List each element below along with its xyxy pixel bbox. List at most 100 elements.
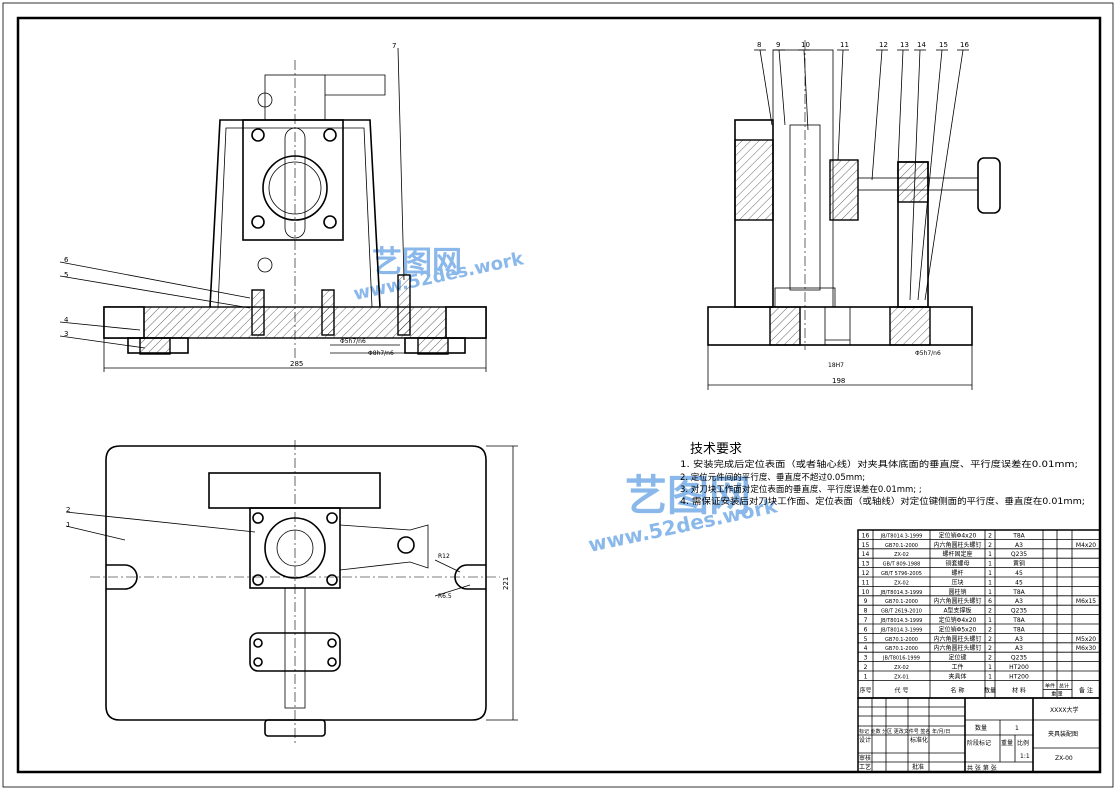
parts-cell: T8A	[1012, 532, 1025, 539]
parts-header: 单件	[1045, 682, 1055, 689]
parts-cell: 内六角圆柱头螺钉	[933, 635, 981, 643]
watermark-brand: 艺图网	[372, 245, 462, 280]
parts-cell: 2	[988, 645, 992, 652]
weight-label: 重量	[1001, 739, 1013, 747]
parts-cell: A3	[1015, 645, 1023, 652]
parts-header: 重 量	[1051, 690, 1063, 697]
dim-fit-5: Φ5h7/n6	[340, 338, 366, 345]
balloon-9: 9	[776, 41, 780, 49]
parts-cell: ZX-02	[894, 665, 909, 671]
parts-cell: 11	[862, 579, 870, 586]
parts-cell: 螺杆固定座	[942, 550, 972, 558]
parts-cell: HT200	[1009, 673, 1029, 680]
parts-cell: Q235	[1011, 655, 1027, 662]
parts-cell: 4	[864, 645, 868, 652]
parts-cell: 1	[988, 664, 992, 671]
requirement-2: 2. 定位元件间的平行度、垂直度不超过0.05mm;	[680, 472, 865, 483]
parts-cell: 1	[988, 551, 992, 558]
balloon-1: 1	[66, 521, 70, 529]
parts-cell: 黄铜	[1013, 560, 1025, 568]
leader-line	[917, 49, 943, 301]
parts-cell: 1	[988, 617, 992, 624]
qty-value: 1	[1015, 725, 1019, 732]
parts-cell: GB70.1-2000	[885, 543, 918, 549]
parts-cell: 1	[864, 673, 868, 680]
parts-cell: 螺杆	[951, 569, 963, 577]
balloon-15: 15	[939, 41, 948, 49]
parts-cell: 夹具体	[948, 672, 966, 680]
parts-cell: 内六角圆柱头螺钉	[933, 644, 981, 652]
parts-cell: GB/T 809-1988	[883, 562, 921, 568]
parts-cell: 压块	[951, 578, 963, 586]
dim-r65: R6.5	[438, 593, 452, 600]
parts-cell: 定位销Φ4x20	[939, 531, 977, 539]
parts-header: 数量	[984, 686, 996, 694]
parts-cell: 2	[988, 608, 992, 615]
parts-cell: 内六角圆柱头螺钉	[933, 541, 981, 549]
parts-cell: 5	[864, 636, 868, 643]
parts-cell: 3	[864, 655, 868, 662]
parts-cell: 13	[862, 561, 870, 568]
parts-cell: JB/T8014.3-1999	[880, 533, 923, 539]
parts-cell: 1	[988, 673, 992, 680]
top-view	[65, 440, 518, 745]
leader-line	[778, 49, 786, 126]
parts-cell: 16	[862, 532, 870, 539]
scale-label: 比例	[1017, 739, 1029, 747]
requirement-1: 1. 安装完成后定位表面（或者轴心线）对夹具体底面的垂直度、平行度误差在0.01…	[680, 459, 1078, 470]
parts-cell: JB/T8014.3-1999	[880, 590, 923, 596]
parts-cell: GB/T 5796-2005	[881, 571, 922, 577]
parts-header: 名 称	[951, 686, 965, 694]
parts-cell: 45	[1015, 570, 1023, 577]
leader-line	[897, 49, 904, 166]
parts-cell: GB70.1-2000	[885, 637, 918, 643]
dim-fit-8: Φ8h7/n6	[368, 350, 394, 357]
parts-header: 材 料	[1012, 686, 1026, 694]
balloon-3: 3	[64, 330, 68, 338]
approve-label: 批准	[912, 763, 924, 771]
parts-cell: 定位销Φ5x20	[939, 625, 977, 633]
parts-cell: 圆柱销	[948, 588, 966, 596]
parts-cell: A3	[1015, 636, 1023, 643]
parts-cell: 2	[864, 664, 868, 671]
balloon-10: 10	[801, 41, 810, 49]
parts-cell: 7	[864, 617, 868, 624]
scale-value: 1:1	[1020, 753, 1030, 760]
balloon-12: 12	[879, 41, 888, 49]
parts-cell: Q235	[1011, 608, 1027, 615]
balloon-16: 16	[960, 41, 969, 49]
parts-cell: M6x30	[1076, 645, 1096, 652]
leader-line	[837, 49, 844, 161]
balloon-7: 7	[392, 42, 396, 50]
parts-cell: ZX-02	[894, 552, 909, 558]
leader-line	[871, 49, 883, 181]
parts-cell: 10	[862, 589, 870, 596]
process-label: 工艺	[859, 763, 871, 771]
balloon-5: 5	[64, 271, 68, 279]
parts-cell: A型支撑板	[943, 607, 971, 615]
parts-cell: A3	[1015, 598, 1023, 605]
leader-line	[924, 49, 964, 301]
dim-side-fit: Φ5h7/n6	[915, 350, 941, 357]
parts-cell: M6x15	[1076, 598, 1096, 605]
balloon-4: 4	[64, 316, 69, 324]
parts-cell: JB/T8014.3-1999	[880, 618, 923, 624]
balloon-13: 13	[900, 41, 909, 49]
parts-cell: 1	[988, 570, 992, 577]
revision-row: 标记 处数 分区 更改文件号 签名 年/月/日	[859, 728, 950, 735]
parts-cell: 12	[862, 570, 870, 577]
parts-header: 总计	[1059, 682, 1069, 689]
parts-cell: M4x20	[1076, 542, 1096, 549]
parts-cell: GB70.1-2000	[885, 599, 918, 605]
parts-cell: 2	[988, 626, 992, 633]
